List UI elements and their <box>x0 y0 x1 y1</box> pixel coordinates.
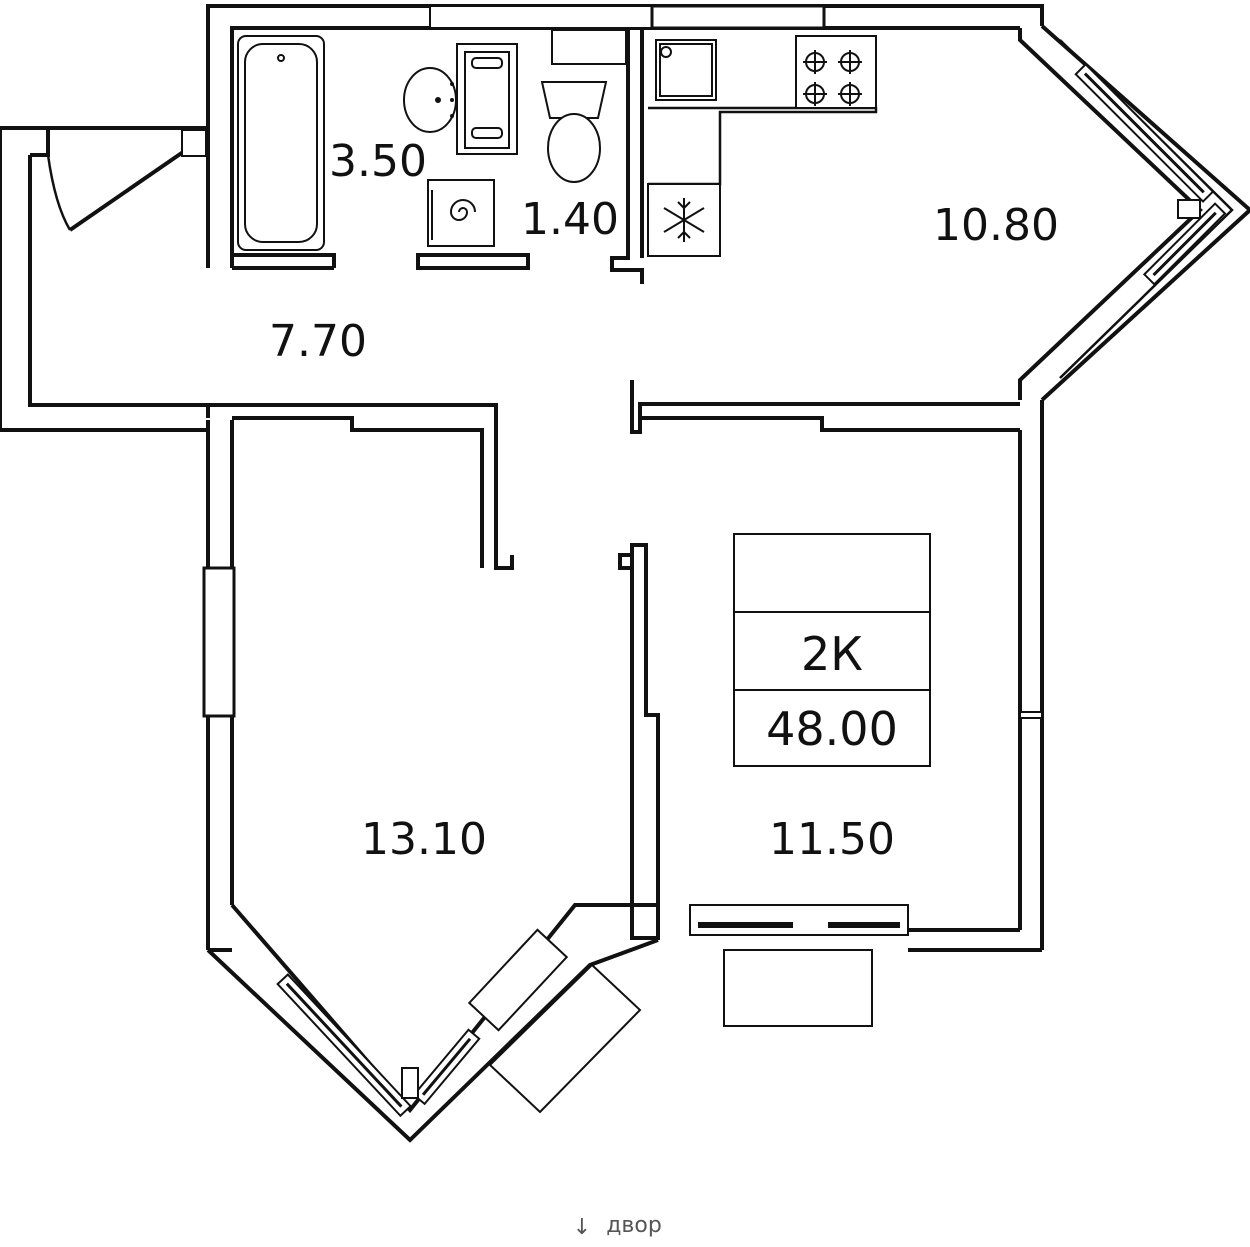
fixtures <box>237 29 878 257</box>
hall-area: 7.70 <box>269 316 367 367</box>
total-area: 48.00 <box>766 702 898 756</box>
toilet <box>540 81 608 119</box>
snowflake-icon <box>663 198 705 242</box>
orientation-marker: ↓ двор <box>573 1213 662 1240</box>
orientation-label: двор <box>606 1213 662 1238</box>
balconies <box>46 129 873 1114</box>
arrow-down-icon: ↓ <box>573 1215 591 1240</box>
summary-badge: 2К 48.00 <box>733 533 931 767</box>
apartment-type: 2К <box>801 627 863 681</box>
washing-machine <box>427 179 495 247</box>
interior-walls <box>206 28 1020 940</box>
stove-burners-icon <box>803 50 862 106</box>
bathroom-area: 3.50 <box>329 136 427 187</box>
washing-machine-icon <box>449 199 476 221</box>
room-right-area: 11.50 <box>769 814 895 865</box>
windows <box>276 62 1227 1118</box>
outer-walls <box>0 4 1250 1143</box>
stove <box>795 35 877 109</box>
room-left-area: 13.10 <box>361 814 487 865</box>
room-labels: 3.50 1.40 10.80 7.70 13.10 11.50 <box>269 136 1059 865</box>
toilet-area: 1.40 <box>521 194 619 245</box>
sink <box>403 67 457 133</box>
kitchen-area: 10.80 <box>933 200 1059 251</box>
